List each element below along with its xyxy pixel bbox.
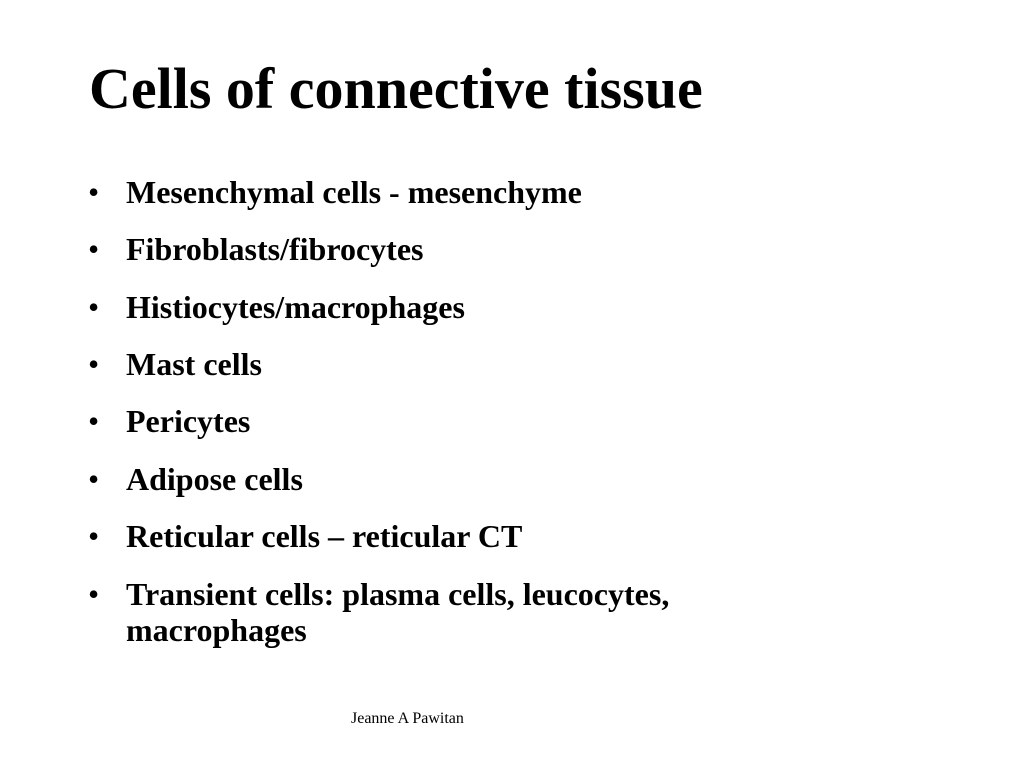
list-item: • Reticular cells – reticular CT [88, 518, 848, 554]
list-item: • Histiocytes/macrophages [88, 289, 848, 325]
list-item: • Transient cells: plasma cells, leucocy… [88, 576, 848, 648]
bullet-marker: • [88, 174, 100, 210]
slide-title: Cells of connective tissue [89, 56, 703, 121]
bullet-marker: • [88, 346, 100, 382]
bullet-marker: • [88, 461, 100, 497]
bullet-marker: • [88, 289, 100, 325]
list-item-text: Transient cells: plasma cells, leucocyte… [126, 576, 670, 648]
bullet-marker: • [88, 576, 100, 612]
bullet-marker: • [88, 231, 100, 267]
list-item: • Mesenchymal cells - mesenchyme [88, 174, 848, 210]
list-item-text: Mesenchymal cells - mesenchyme [126, 174, 582, 210]
bullet-marker: • [88, 403, 100, 439]
list-item-text: Histiocytes/macrophages [126, 289, 465, 325]
list-item-text: Adipose cells [126, 461, 303, 497]
list-item: • Fibroblasts/fibrocytes [88, 231, 848, 267]
bullet-marker: • [88, 518, 100, 554]
list-item-text: Pericytes [126, 403, 251, 439]
list-item-text: Reticular cells – reticular CT [126, 518, 523, 554]
list-item-text: Fibroblasts/fibrocytes [126, 231, 424, 267]
list-item-text: Mast cells [126, 346, 262, 382]
list-item: • Adipose cells [88, 461, 848, 497]
list-item: • Mast cells [88, 346, 848, 382]
list-item: • Pericytes [88, 403, 848, 439]
footer-author: Jeanne A Pawitan [351, 710, 464, 727]
